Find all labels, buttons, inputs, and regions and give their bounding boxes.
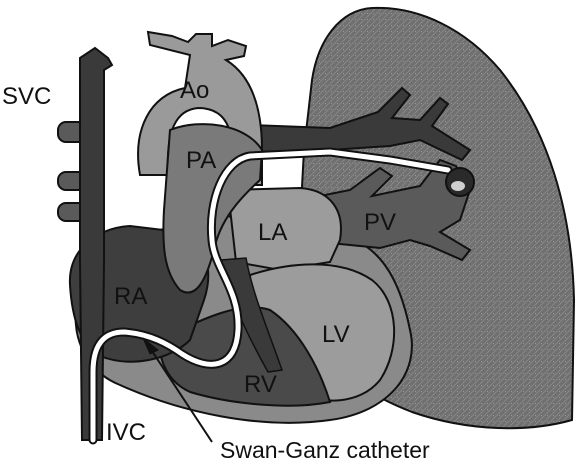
label-la: LA: [258, 219, 287, 246]
label-ra: RA: [114, 283, 147, 310]
label-lv: LV: [322, 321, 350, 348]
label-ivc: IVC: [106, 419, 146, 446]
balloon-tip-highlight: [451, 181, 465, 191]
label-pa: PA: [186, 147, 216, 174]
label-pv: PV: [364, 209, 396, 236]
label-catheter: Swan-Ganz catheter: [220, 437, 430, 463]
label-rv: RV: [244, 371, 277, 398]
label-svc: SVC: [2, 83, 51, 110]
label-ao: Ao: [180, 77, 209, 104]
